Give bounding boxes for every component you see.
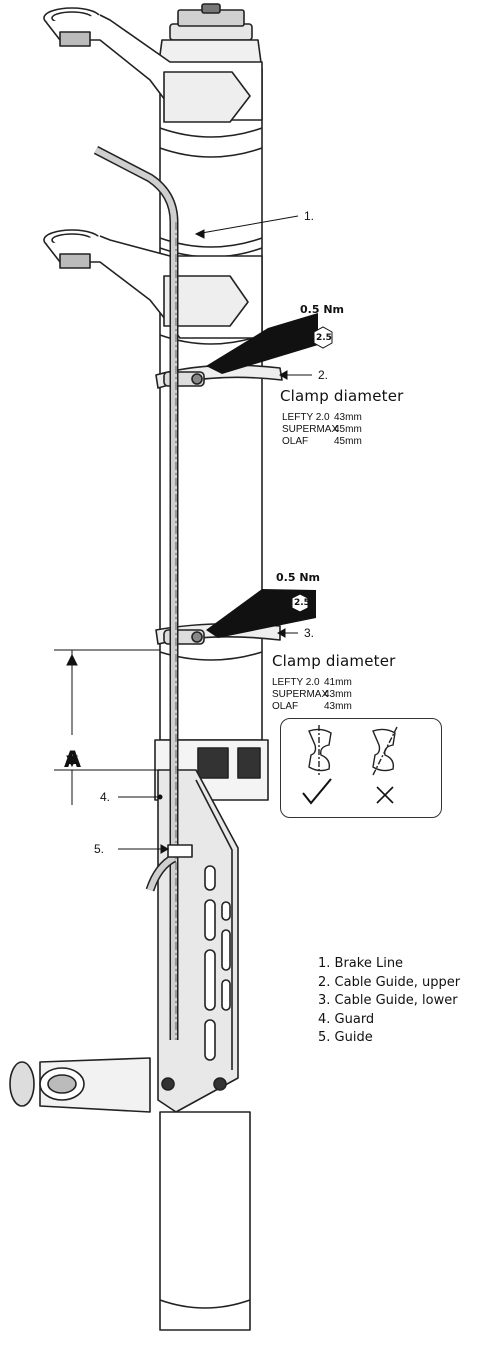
- spec-value: 43mm: [334, 412, 362, 423]
- correct-orientation-guide: [308, 728, 332, 772]
- callout-5: 5.: [94, 842, 105, 856]
- spec-model: LEFTY 2.0: [282, 412, 330, 423]
- small-guide: [167, 844, 193, 858]
- spec-model: OLAF: [272, 701, 299, 712]
- lower-tool-size: 2.5: [294, 598, 310, 608]
- top-cap: [157, 3, 263, 71]
- upper-tool-size: 2.5: [316, 333, 332, 343]
- spec-value: 41mm: [324, 677, 352, 688]
- spec-model: OLAF: [282, 436, 309, 447]
- upper-clamp-title: Clamp diameter: [280, 387, 404, 405]
- legend-item: 5. Guide: [318, 1030, 373, 1045]
- lower-crown: [43, 229, 263, 339]
- cross-icon: [376, 786, 394, 804]
- check-icon: [302, 778, 332, 805]
- legend-item: 3. Cable Guide, lower: [318, 993, 458, 1008]
- legend-item: 1. Brake Line: [318, 956, 404, 971]
- callout-2: 2.: [318, 368, 329, 382]
- upper-crown: [43, 7, 263, 123]
- lower-clamp-title: Clamp diameter: [272, 652, 396, 670]
- spec-value: 43mm: [324, 689, 352, 700]
- orientation-inset: [280, 718, 442, 818]
- axle: [9, 1057, 251, 1331]
- callout-4: 4.: [100, 790, 111, 804]
- legend-item: 2. Cable Guide, upper: [318, 974, 461, 990]
- upper-torque-value: 0.5 Nm: [300, 303, 344, 316]
- spec-value: 45mm: [334, 424, 362, 435]
- upper-torque-symbol: [206, 313, 333, 374]
- parts-legend: 1. Brake Line 2. Cable Guide, upper 3. C…: [318, 955, 460, 1048]
- spec-model: LEFTY 2.0: [272, 677, 320, 688]
- dimension-a-label: A: [64, 748, 82, 773]
- spec-value: 45mm: [334, 436, 362, 447]
- incorrect-orientation-guide: [372, 728, 396, 772]
- lower-torque-value: 0.5 Nm: [276, 571, 320, 584]
- callout-1: 1.: [304, 209, 315, 223]
- lower-torque-symbol: [206, 589, 316, 638]
- legend-item: 4. Guard: [318, 1011, 375, 1027]
- callout-3: 3.: [304, 626, 315, 640]
- spec-value: 43mm: [324, 701, 352, 712]
- inset-drawing: [302, 725, 398, 805]
- spec-model: SUPERMAX: [282, 424, 339, 435]
- spec-model: SUPERMAX: [272, 689, 329, 700]
